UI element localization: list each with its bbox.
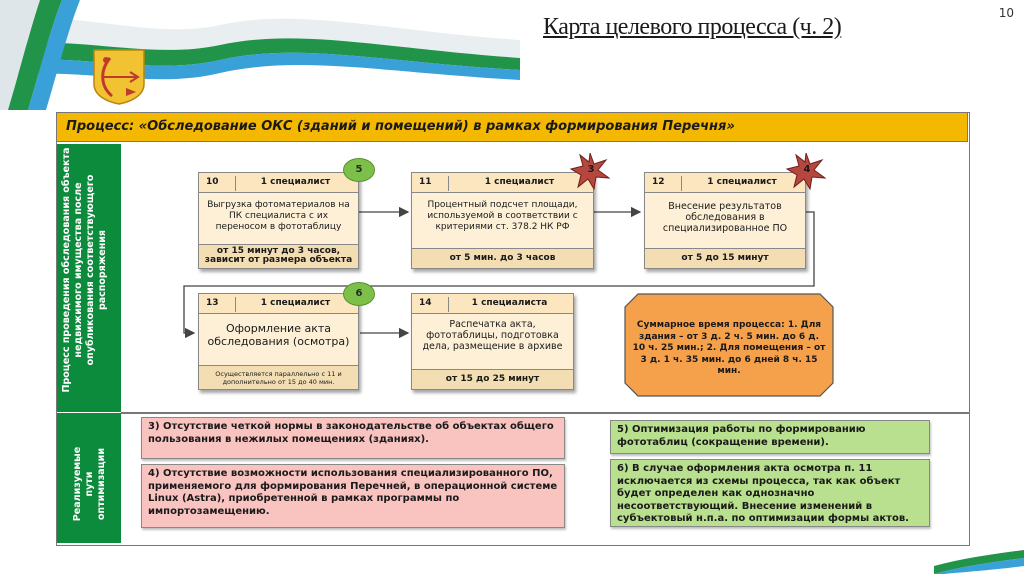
issue-4: 4) Отсутствие возможности использования … <box>141 464 565 528</box>
step-number: 14 <box>419 298 432 308</box>
step-duration: от 5 мин. до 3 часов <box>412 248 593 268</box>
step-staff: 1 специалист <box>448 176 590 191</box>
step-description: Внесение результатов обследования в спец… <box>649 201 801 234</box>
summary-text: Суммарное время процесса: 1. Для здания … <box>632 320 826 378</box>
step-card-10: 10 1 специалист Выгрузка фотоматериалов н… <box>198 172 359 269</box>
step-duration: от 15 минут до 3 часов, зависит от разме… <box>199 244 358 268</box>
step-description: Выгрузка фотоматериалов на ПК специалист… <box>203 200 354 233</box>
step-description: Распечатка акта, фототаблицы, подготовка… <box>416 319 569 352</box>
step-staff: 1 специалист <box>235 176 355 191</box>
step-card-11: 11 1 специалист Процентный подсчет площад… <box>411 172 594 269</box>
issue-3: 3) Отсутствие четкой нормы в законодател… <box>141 417 565 459</box>
step-staff: 1 специалист <box>681 176 802 191</box>
section-divider <box>121 412 969 414</box>
flag-ribbon-corner <box>934 544 1024 574</box>
step-description: Оформление акта обследования (осмотра) <box>203 323 354 348</box>
slide-title: Карта целевого процесса (ч. 2) <box>543 14 841 41</box>
step-duration: Осуществляется параллельно с 11 и дополн… <box>199 365 358 389</box>
step-number: 10 <box>206 177 219 187</box>
page-number: 10 <box>999 6 1014 20</box>
issue-5: 5) Оптимизация работы по формированию фо… <box>610 420 930 454</box>
issue-6: 6) В случае оформления акта осмотра п. 1… <box>610 459 930 527</box>
step-number: 11 <box>419 177 432 187</box>
step-duration: от 5 до 15 минут <box>645 248 805 268</box>
badge-star-4-label: 4 <box>800 164 814 175</box>
step-number: 12 <box>652 177 665 187</box>
step-number: 13 <box>206 298 219 308</box>
step-card-13: 13 1 специалист Оформление акта обследова… <box>198 293 359 390</box>
process-title: Процесс: «Обследование ОКС (зданий и пом… <box>66 119 735 134</box>
step-description: Процентный подсчет площади, используемой… <box>416 200 589 233</box>
flag-ribbon-decoration <box>0 0 520 110</box>
side-label-optimization: Реализуемые пути оптимизации <box>72 434 108 534</box>
badge-circle-6: 6 <box>343 282 375 306</box>
side-label-process: Процесс проведения обследования объекта … <box>61 140 109 400</box>
step-duration: от 15 до 25 минут <box>412 369 573 389</box>
coat-of-arms-icon <box>90 48 148 106</box>
step-card-12: 12 1 специалист Внесение результатов обсл… <box>644 172 806 269</box>
step-staff: 1 специалист <box>235 297 355 312</box>
step-staff: 1 специалиста <box>448 297 570 312</box>
step-card-14: 14 1 специалиста Распечатка акта, фототаб… <box>411 293 574 390</box>
badge-star-3-label: 3 <box>584 164 598 175</box>
badge-circle-5: 5 <box>343 158 375 182</box>
